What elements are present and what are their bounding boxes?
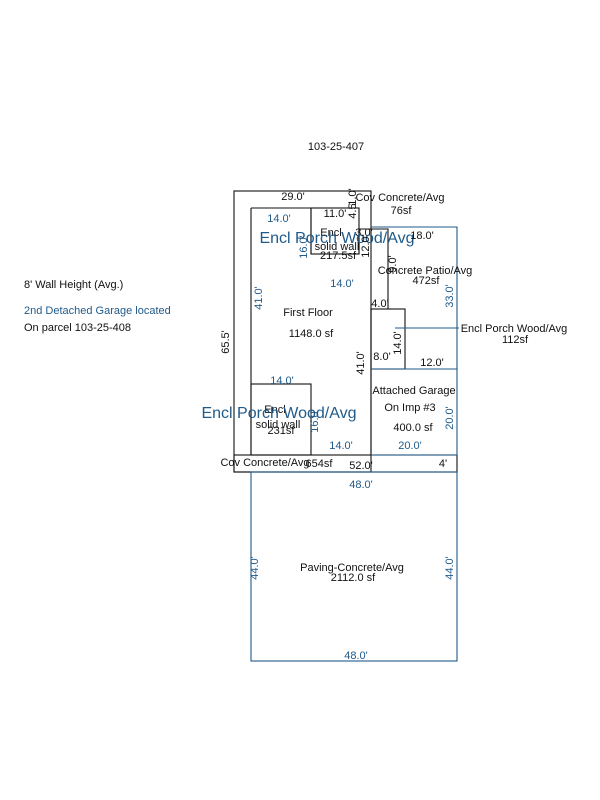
porch-right-name: Encl Porch Wood/Avg (461, 323, 568, 335)
concrete-patio-name: Concrete Patio/Avg (378, 265, 473, 277)
dim-top-11: 11.0' (324, 208, 347, 220)
first-floor-name: First Floor (283, 307, 333, 319)
dim-outer-65: 65.5' (220, 330, 232, 354)
cov-concrete-top-name: Cov Concrete/Avg (355, 192, 444, 204)
detached-garage-note-line2: On parcel 103-25-408 (24, 322, 131, 334)
detached-garage-note-line1: 2nd Detached Garage located (24, 305, 171, 317)
porch-right-area: 112sf (502, 334, 529, 346)
dim-v-4-5: 4.5' (347, 201, 359, 218)
dim-lower-16: 16.0' (309, 409, 321, 433)
parcel-id: 103-25-407 (308, 141, 364, 153)
paving-name: Paving-Concrete/Avg (300, 562, 404, 574)
dim-pave-44r: 44.0' (444, 556, 456, 580)
dim-garage-20v: 20.0' (444, 406, 456, 430)
dim-garage-20h: 20.0' (398, 440, 422, 452)
dim-encl-14b: 14.0' (330, 278, 354, 290)
encl-lower-line3: 231sf (268, 425, 296, 437)
paving-outline (250, 471, 458, 662)
dim-left-41: 41.0' (253, 286, 265, 310)
cov-concrete-bottom-name: Cov Concrete/Avg (220, 457, 309, 469)
dim-encl-16: 16.0' (298, 235, 310, 259)
dim-lower-14t: 14.0' (270, 375, 294, 387)
dim-lower-14b: 14.0' (329, 440, 353, 452)
dim-patio-33: 33.0' (444, 284, 456, 308)
dim-v-9: 9.0' (387, 255, 399, 272)
dim-bottom-4: 4' (439, 458, 447, 470)
dim-patio-18: 18.0' (410, 230, 434, 242)
garage-line1: Attached Garage (372, 385, 455, 397)
encl-upper-line1: Encl (320, 227, 341, 239)
encl-lower-line2: solid wall (256, 419, 301, 431)
encl-upper-line2: solid wall (315, 241, 360, 253)
garage-line2: On Imp #3 (384, 402, 435, 414)
dim-pave-44l: 44.0' (249, 556, 261, 580)
dim-ff-41: 41.0' (355, 351, 367, 375)
first-floor-area: 1148.0 sf (289, 328, 334, 340)
garage-area: 400.0 sf (393, 422, 433, 434)
dim-encl-3: 3.0' (355, 227, 372, 239)
upper-encl-outline (310, 207, 360, 255)
dim-v-12: 12.0' (360, 234, 372, 258)
dim-14v: 14.0' (392, 331, 404, 355)
wall-height-note: 8' Wall Height (Avg.) (24, 279, 123, 291)
dim-top-14: 14.0' (267, 213, 291, 225)
cov-concrete-top-area: 76sf (391, 205, 413, 217)
garage-outline (371, 368, 458, 456)
dim-12: 12.0' (420, 357, 444, 369)
dim-8: 8.0' (373, 351, 390, 363)
encl-lower-line1: Encl (264, 404, 285, 416)
cov-concrete-bottom-area: 654sf (306, 458, 334, 470)
encl-upper-line3: 217.5sf (320, 250, 357, 262)
porch-upper-label: Encl Porch Wood/Avg (259, 230, 414, 247)
dim-bottom-52: 52.0' (349, 460, 373, 472)
dim-top-29: 29.0' (281, 191, 305, 203)
porch-lower-label: Encl Porch Wood/Avg (201, 405, 356, 422)
concrete-patio-area: 472sf (413, 275, 441, 287)
dim-pave-48t: 48.0' (349, 479, 373, 491)
paving-area: 2112.0 sf (331, 572, 376, 584)
dim-v-1-0: 1.0' (347, 188, 359, 205)
dim-4: 4.0' (371, 298, 388, 310)
dim-pave-48b: 48.0' (344, 650, 368, 662)
